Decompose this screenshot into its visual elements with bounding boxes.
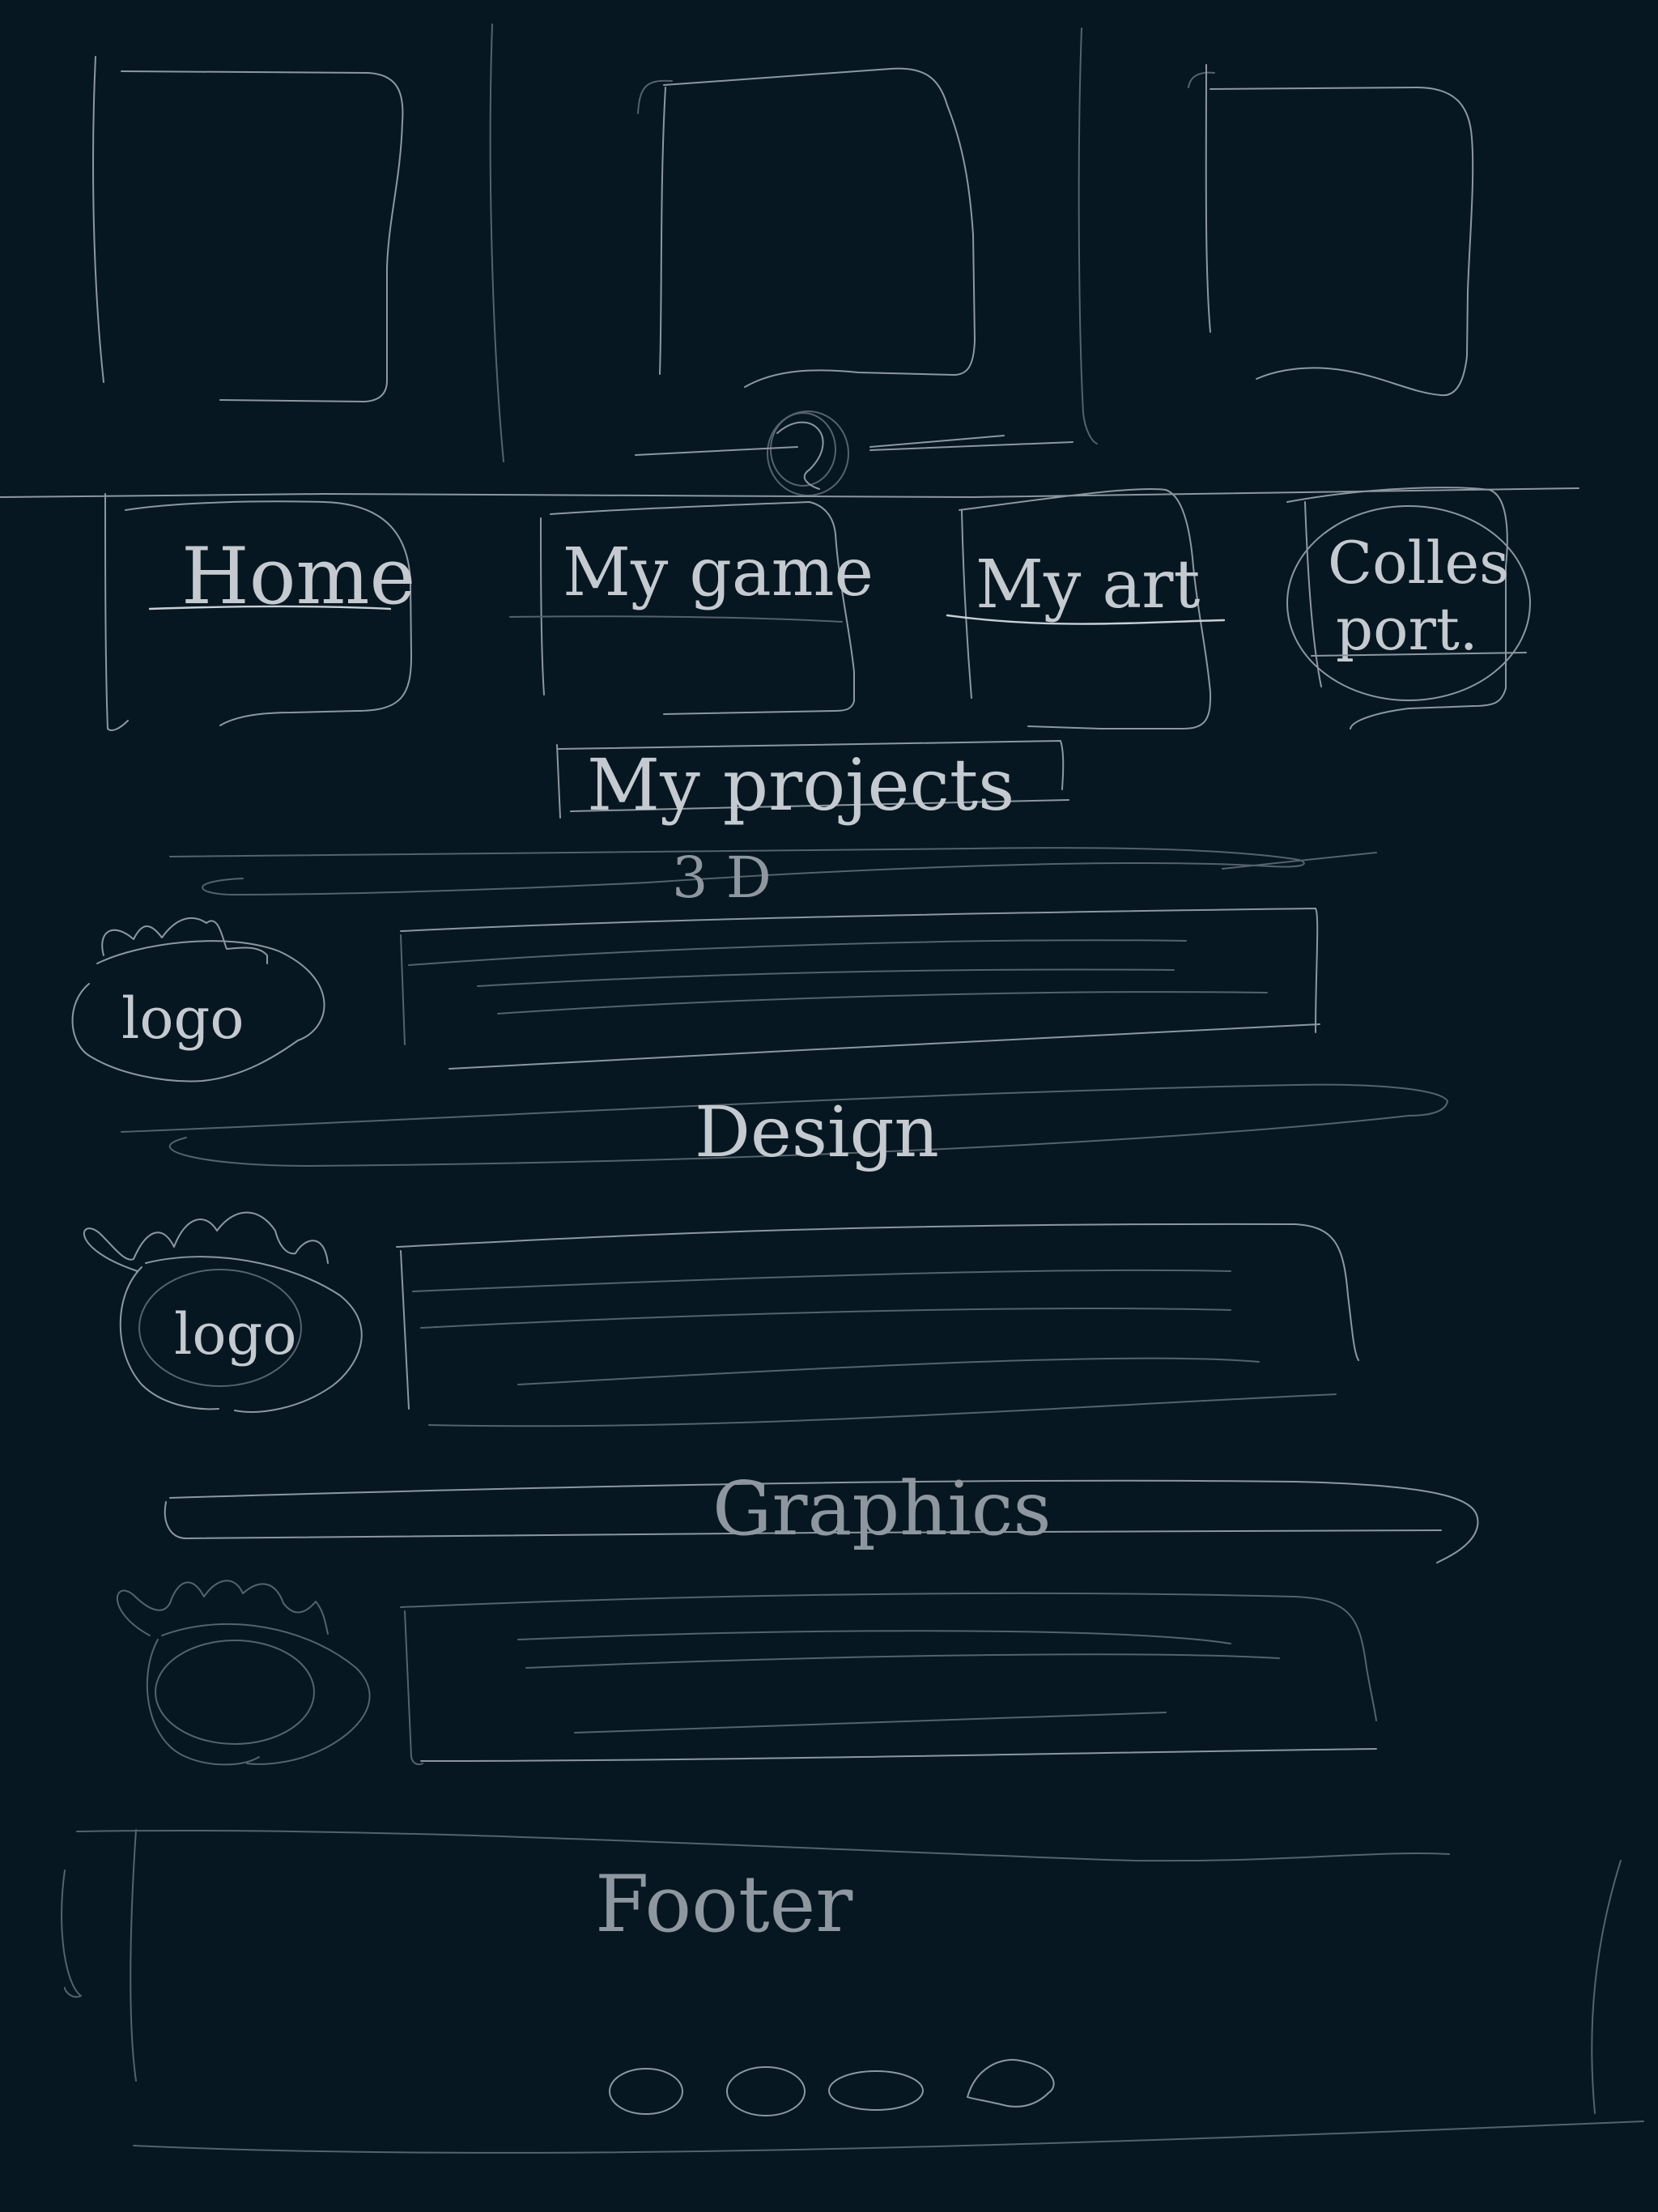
- nav-label-my-game: My game: [563, 534, 874, 611]
- logo-text: logo: [174, 1301, 296, 1368]
- nav-label-my-art: My art: [976, 547, 1200, 623]
- nav-label-portfolio: port.: [1336, 595, 1478, 663]
- social-dot-icon[interactable]: [726, 2066, 806, 2116]
- nav-top-rule: [0, 487, 1579, 498]
- project-card-design[interactable]: [396, 1223, 1359, 1427]
- divider-line: [489, 23, 504, 462]
- hero-card-1[interactable]: [92, 56, 404, 402]
- hero-card-2[interactable]: [637, 67, 976, 388]
- section-graphics: Graphics: [117, 1465, 1479, 1766]
- section-title-design: Design: [695, 1092, 939, 1173]
- nav-item-my-art[interactable]: My art: [946, 488, 1226, 730]
- section-subtitle-3d: 3 D: [672, 844, 772, 911]
- nav-item-collections-portfolio[interactable]: Colles port.: [1286, 487, 1531, 730]
- scribble-mark: [635, 410, 1073, 496]
- footer: Footer: [61, 1829, 1644, 2154]
- section-my-projects: My projects 3 D logo: [71, 740, 1377, 1083]
- graphics-logo: [117, 1580, 371, 1766]
- nav-label-collections: Colles: [1328, 529, 1509, 597]
- main-nav: Home My game My art Colles port.: [104, 487, 1531, 731]
- social-dot-icon[interactable]: [828, 2070, 924, 2111]
- hero-card-3[interactable]: [1188, 64, 1474, 397]
- social-dot-icon[interactable]: [609, 2068, 683, 2115]
- section-title-graphics: Graphics: [712, 1465, 1052, 1552]
- section-design: Design logo: [83, 1083, 1448, 1427]
- footer-label: Footer: [595, 1859, 852, 1950]
- section-heading-my-projects: My projects: [556, 740, 1069, 827]
- footer-social-links: [609, 2059, 1055, 2116]
- section-title-my-projects: My projects: [587, 743, 1014, 827]
- nav-item-my-game[interactable]: My game: [509, 501, 874, 715]
- social-dot-icon[interactable]: [967, 2059, 1055, 2108]
- hero-gallery: [92, 23, 1474, 496]
- divider-line: [1078, 28, 1098, 445]
- logo-text: logo: [121, 985, 244, 1052]
- design-logo: logo: [83, 1211, 363, 1413]
- project-card-graphics[interactable]: [400, 1592, 1377, 1765]
- nav-item-home[interactable]: Home: [104, 493, 415, 731]
- project-logo: logo: [71, 917, 325, 1083]
- project-card-3d[interactable]: [400, 908, 1320, 1070]
